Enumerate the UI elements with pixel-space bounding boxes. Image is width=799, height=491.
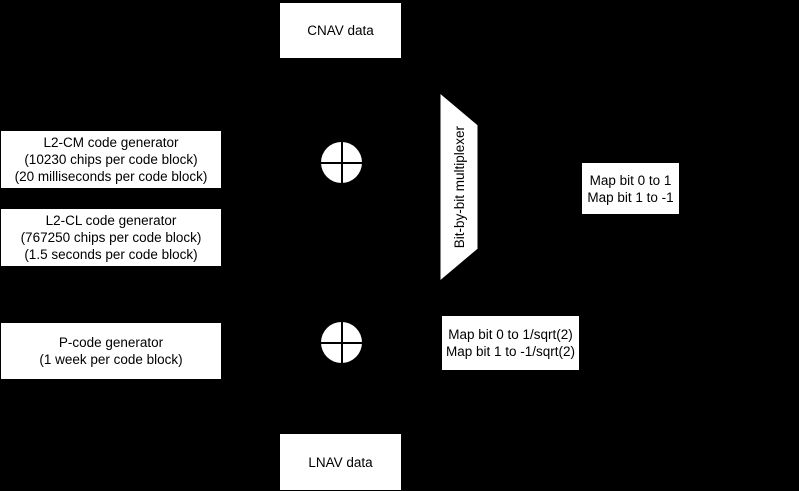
- block-l2cl-line-3: (1.5 seconds per code block): [24, 247, 198, 262]
- modulo2-adder-upper-icon: [319, 138, 364, 187]
- block-l2cl-code-generator: L2-CL code generator (767250 chips per c…: [0, 208, 222, 267]
- modulo2-adder-lower-icon: [319, 318, 364, 367]
- block-bit-by-bit-multiplexer: [439, 92, 479, 282]
- block-map-bit-to-one-line-1: Map bit 0 to 1: [589, 172, 672, 188]
- block-map-bit-to-one: Map bit 0 to 1 Map bit 1 to -1: [581, 162, 680, 215]
- block-l2cl-line-1: L2-CL code generator: [45, 213, 177, 228]
- block-lnav-data-line-1: LNAV data: [308, 454, 373, 470]
- block-cnav-data-line-1: CNAV data: [307, 23, 374, 38]
- block-pcode-line-2: (1 week per code block): [39, 352, 183, 367]
- block-l2cm-line-1: L2-CM code generator: [43, 135, 179, 150]
- block-l2cm-code-generator: L2-CM code generator (10230 chips per co…: [0, 130, 222, 189]
- block-l2cm-line-3: (20 milliseconds per code block): [14, 169, 208, 184]
- block-map-bit-to-sqrt-half: Map bit 0 to 1/sqrt(2) Map bit 1 to -1/s…: [441, 315, 580, 371]
- block-lnav-data: LNAV data: [279, 433, 402, 491]
- block-l2cl-line-2: (767250 chips per code block): [20, 230, 202, 245]
- block-map-bit-to-sqrt-half-line-1: Map bit 0 to 1/sqrt(2): [448, 327, 573, 342]
- block-cnav-data: CNAV data: [279, 2, 402, 59]
- block-pcode-line-1: P-code generator: [58, 335, 164, 350]
- block-map-bit-to-sqrt-half-line-2: Map bit 1 to -1/sqrt(2): [445, 344, 576, 359]
- block-map-bit-to-one-line-2: Map bit 1 to -1: [587, 189, 674, 205]
- block-pcode-generator: P-code generator (1 week per code block): [0, 322, 222, 380]
- multiplexer-trapezoid-shape: [439, 92, 479, 282]
- block-l2cm-line-2: (10230 chips per code block): [24, 152, 198, 167]
